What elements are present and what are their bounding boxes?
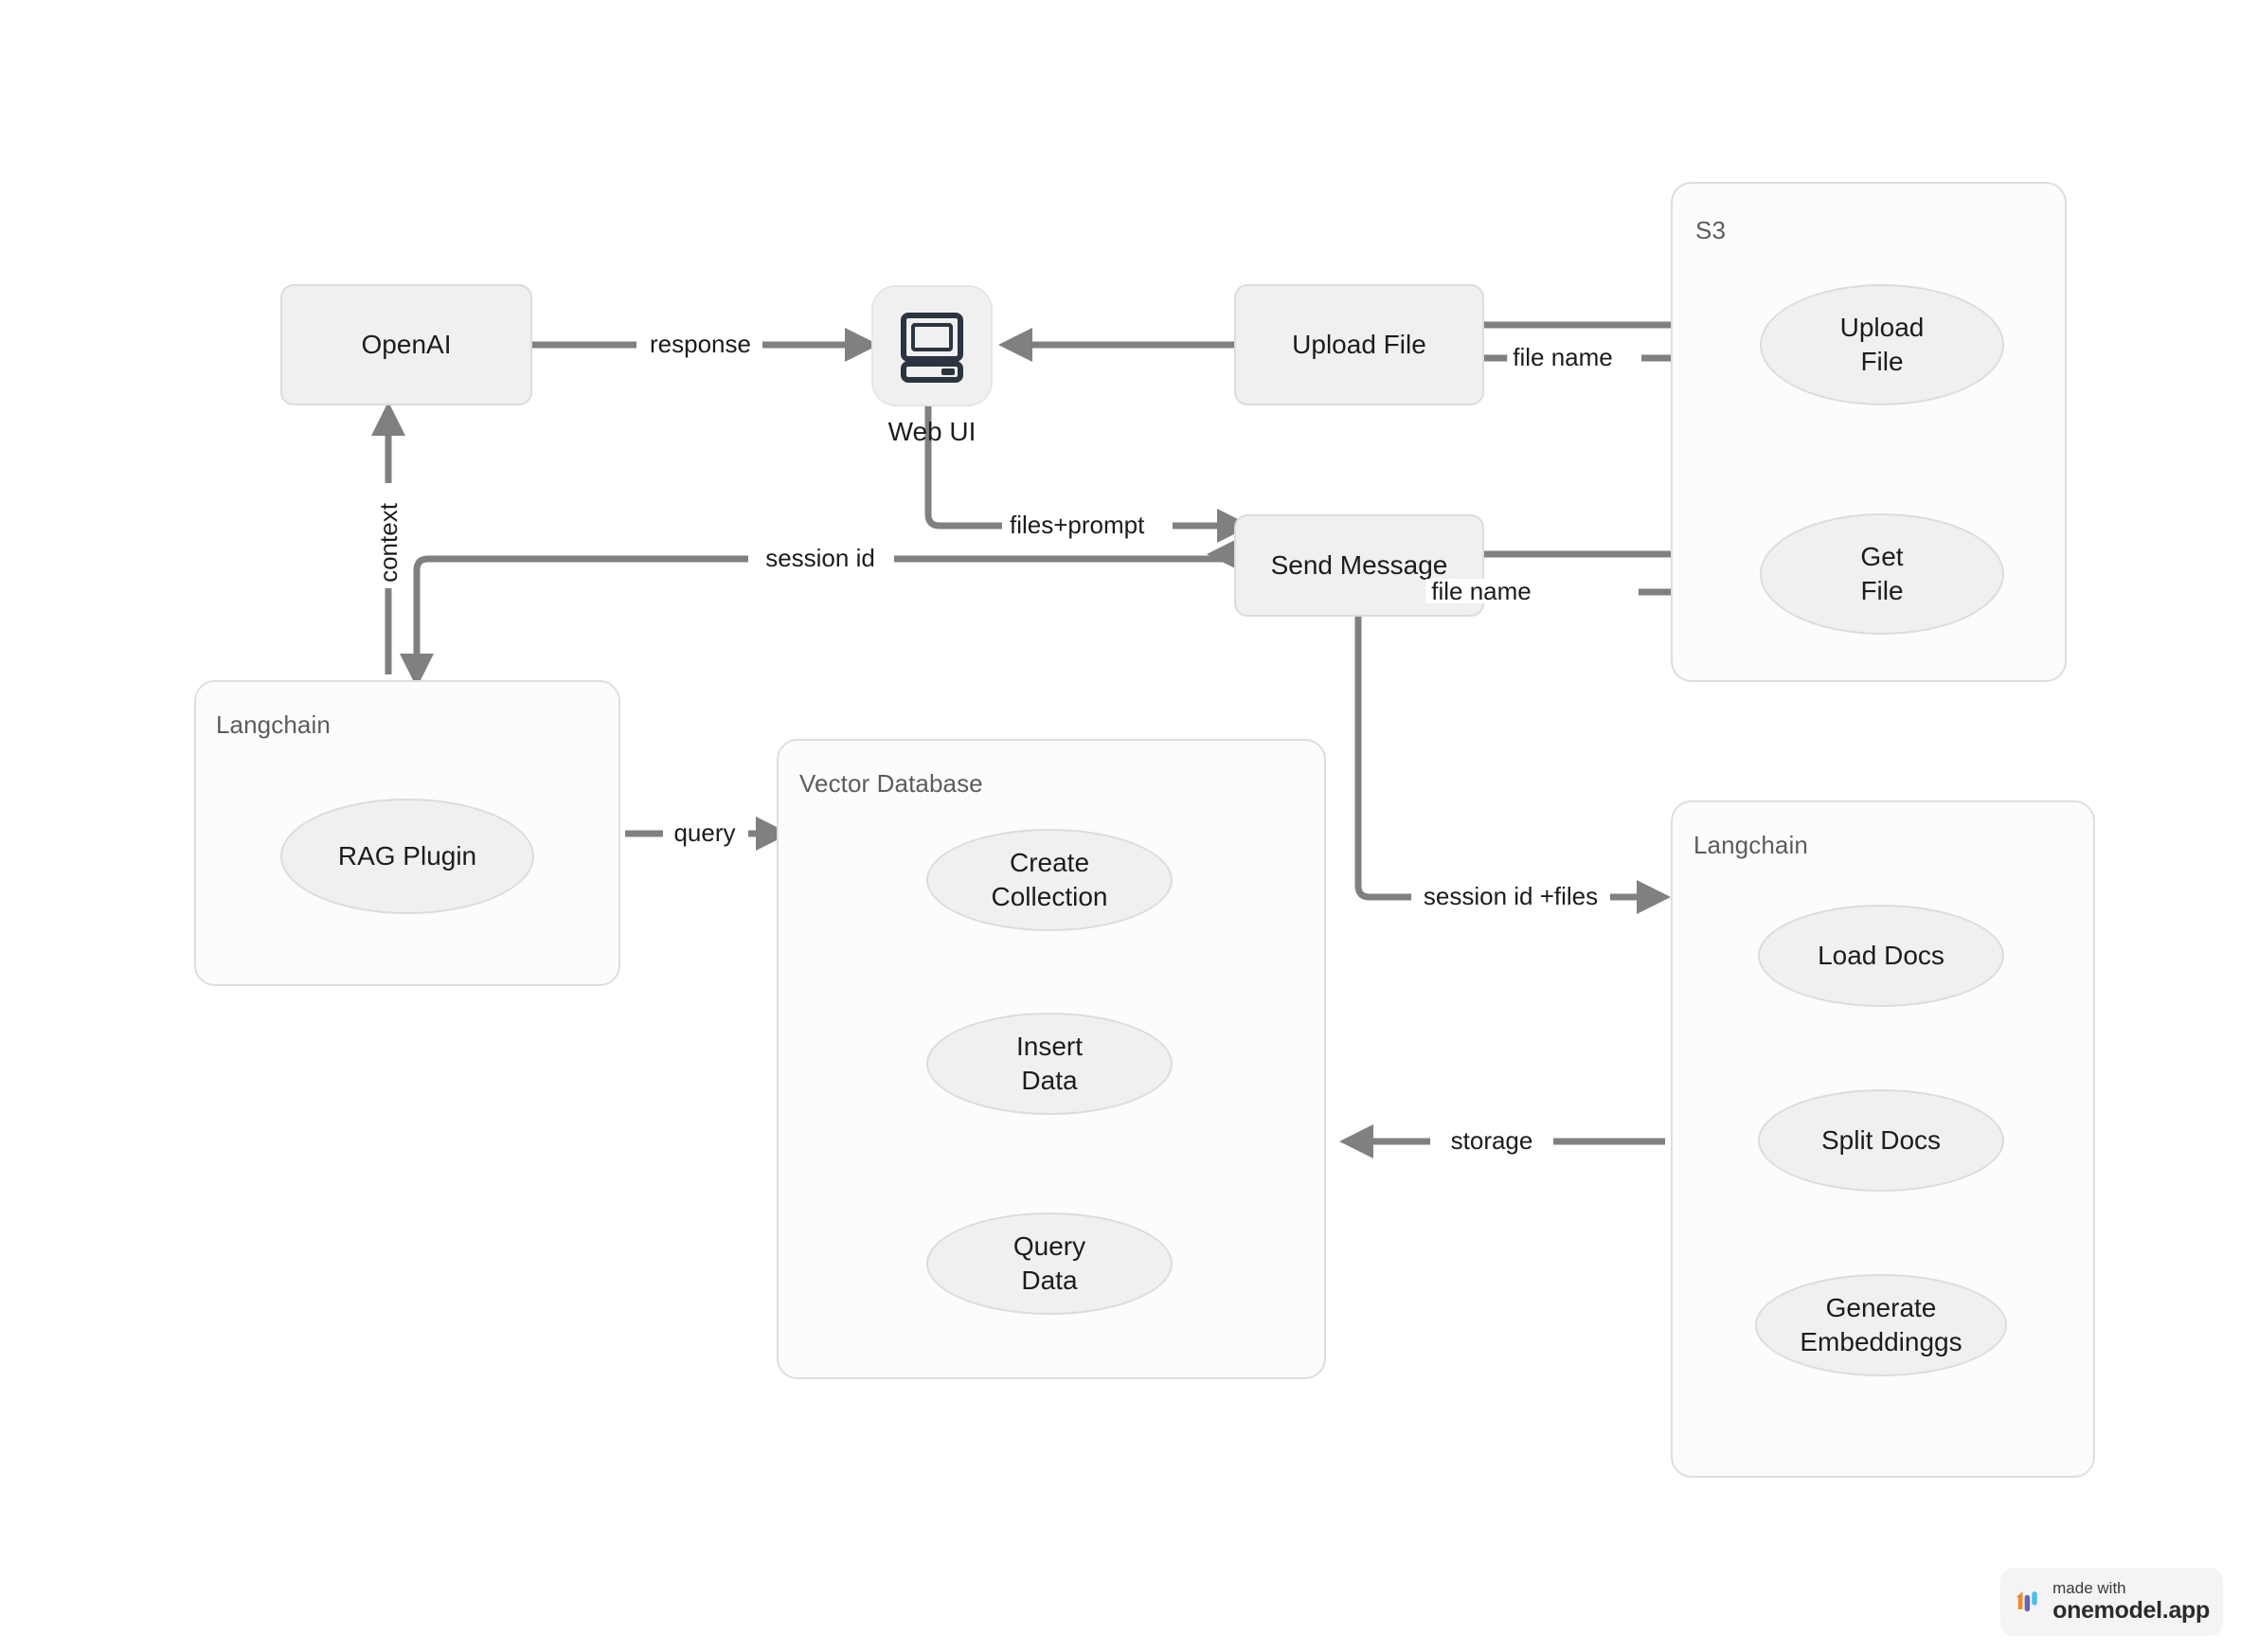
node-send-message-label: Send Message: [1270, 550, 1448, 580]
node-generate-embeddings-label-line2: Embeddinggs: [1800, 1327, 1962, 1356]
node-load-docs-label: Load Docs: [1818, 941, 1944, 971]
edge-label-session-id: session id: [760, 546, 881, 570]
node-s3-get-file-label-line1: Get: [1860, 542, 1904, 572]
watermark-badge[interactable]: made with onemodel.app: [2000, 1568, 2223, 1636]
node-s3-upload-file-label-line1: Upload: [1839, 313, 1925, 343]
group-vector-database-label: Vector Database: [799, 769, 983, 798]
node-query-data[interactable]: Query Data: [926, 1212, 1173, 1315]
node-load-docs[interactable]: Load Docs: [1758, 905, 2004, 1007]
node-create-collection-label-line2: Collection: [991, 882, 1108, 911]
edge-label-file-name-upload: file name: [1507, 345, 1619, 369]
node-insert-data[interactable]: Insert Data: [926, 1013, 1173, 1115]
node-insert-data-label-line2: Data: [1021, 1066, 1078, 1095]
node-web-ui-caption: Web UI: [887, 417, 977, 446]
node-upload-file[interactable]: Upload File: [1234, 284, 1484, 405]
node-s3-get-file-label-line2: File: [1860, 576, 1904, 605]
node-s3-get-file[interactable]: Get File: [1760, 513, 2004, 635]
node-rag-plugin[interactable]: RAG Plugin: [280, 799, 534, 914]
edge-label-response: response: [644, 332, 757, 356]
group-s3-label: S3: [1695, 216, 1727, 244]
computer-monitor-icon: [901, 313, 963, 383]
node-generate-embeddings[interactable]: Generate Embeddinggs: [1755, 1274, 2007, 1376]
watermark-made-with: made with: [2052, 1578, 2126, 1597]
group-langchain-left-label: Langchain: [216, 710, 331, 739]
node-create-collection-label-line1: Create: [1009, 848, 1090, 878]
node-create-collection[interactable]: Create Collection: [926, 829, 1173, 931]
node-split-docs-label: Split Docs: [1820, 1125, 1942, 1156]
watermark-brand: onemodel.app: [2052, 1596, 2210, 1624]
edge-label-context: context: [374, 497, 403, 588]
edge-label-storage: storage: [1444, 1128, 1539, 1153]
node-split-docs[interactable]: Split Docs: [1758, 1089, 2004, 1192]
node-openai-label: OpenAI: [361, 330, 452, 359]
edge-label-query: query: [668, 820, 742, 845]
node-s3-upload-file-label-line2: File: [1860, 347, 1904, 376]
edge-label-file-name-get: file name: [1425, 579, 1537, 603]
node-rag-plugin-label: RAG Plugin: [337, 841, 477, 871]
watermark-text: made with onemodel.app: [2052, 1578, 2210, 1624]
edge-label-session-id-files: session id +files: [1417, 884, 1604, 908]
onemodel-logo-icon: [2016, 1591, 2037, 1612]
node-upload-file-label: Upload File: [1292, 330, 1426, 359]
node-query-data-label-line2: Data: [1021, 1266, 1078, 1295]
node-generate-embeddings-label-line1: Generate: [1825, 1293, 1937, 1323]
node-s3-upload-file[interactable]: Upload File: [1760, 284, 2004, 405]
group-langchain-right-label: Langchain: [1694, 831, 1808, 859]
node-web-ui[interactable]: [871, 285, 993, 406]
node-query-data-label-line1: Query: [1013, 1231, 1086, 1262]
node-insert-data-label-line1: Insert: [1015, 1032, 1084, 1062]
edge-label-files-prompt: files+prompt: [1004, 512, 1151, 537]
node-openai[interactable]: OpenAI: [280, 284, 532, 405]
